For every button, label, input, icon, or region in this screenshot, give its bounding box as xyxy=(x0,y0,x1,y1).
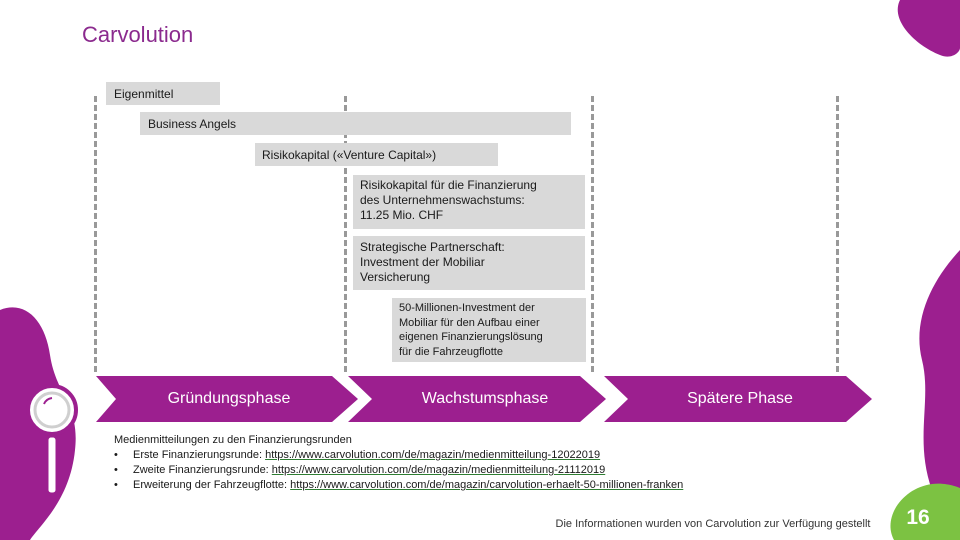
funding-box-line: eigenen Finanzierungslösung xyxy=(399,330,579,345)
funding-box-line: Versicherung xyxy=(360,270,578,285)
media-item-label: Zweite Finanzierungsrunde: xyxy=(133,463,272,478)
funding-box-line: 50-Millionen-Investment der xyxy=(399,301,579,316)
funding-box-line: des Unternehmenswachstums: xyxy=(360,193,578,208)
phase-label-wachstum: Wachstumsphase xyxy=(376,376,594,422)
funding-box-eigenmittel: Eigenmittel xyxy=(106,82,220,105)
phase-divider-3 xyxy=(591,96,594,372)
media-link-1[interactable]: https://www.carvolution.com/de/magazin/m… xyxy=(265,448,600,463)
bullet: • xyxy=(114,448,133,463)
funding-box-50-million: 50-Millionen-Investment der Mobiliar für… xyxy=(392,298,586,362)
funding-box-line: Investment der Mobiliar xyxy=(360,255,578,270)
funding-box-line: Strategische Partnerschaft: xyxy=(360,240,578,255)
media-link-3[interactable]: https://www.carvolution.com/de/magazin/c… xyxy=(290,478,683,493)
bullet: • xyxy=(114,463,133,478)
media-references: Medienmitteilungen zu den Finanzierungsr… xyxy=(114,433,683,493)
funding-box-line: für die Fahrzeugflotte xyxy=(399,345,579,360)
funding-box-line: Risikokapital für die Finanzierung xyxy=(360,178,578,193)
list-item: • Zweite Finanzierungsrunde: https://www… xyxy=(114,463,683,478)
decor-blob-top-right xyxy=(860,0,960,80)
media-link-2[interactable]: https://www.carvolution.com/de/magazin/m… xyxy=(272,463,605,478)
page-title: Carvolution xyxy=(82,22,193,48)
funding-box-line: 11.25 Mio. CHF xyxy=(360,208,578,223)
phase-divider-1 xyxy=(94,96,97,372)
funding-box-venture-capital: Risikokapital («Venture Capital») xyxy=(255,143,498,166)
funding-box-growth-financing: Risikokapital für die Finanzierung des U… xyxy=(353,175,585,229)
magnifier-icon xyxy=(22,382,82,500)
phase-arrow-row: Gründungsphase Wachstumsphase Spätere Ph… xyxy=(96,376,872,422)
funding-box-line: Mobiliar für den Aufbau einer xyxy=(399,316,579,331)
list-item: • Erweiterung der Fahrzeugflotte: https:… xyxy=(114,478,683,493)
list-item: • Erste Finanzierungsrunde: https://www.… xyxy=(114,448,683,463)
phase-divider-2 xyxy=(344,96,347,372)
phase-label-gruendung: Gründungsphase xyxy=(126,376,332,422)
media-item-label: Erweiterung der Fahrzeugflotte: xyxy=(133,478,290,493)
page-number: 16 xyxy=(898,495,938,540)
media-item-label: Erste Finanzierungsrunde: xyxy=(133,448,265,463)
bullet: • xyxy=(114,478,133,493)
footer-note: Die Informationen wurden von Carvolution… xyxy=(552,517,874,531)
funding-box-business-angels: Business Angels xyxy=(140,112,571,135)
media-heading: Medienmitteilungen zu den Finanzierungsr… xyxy=(114,433,683,448)
funding-box-strategic-partnership: Strategische Partnerschaft: Investment d… xyxy=(353,236,585,290)
phase-label-spaeter: Spätere Phase xyxy=(632,376,848,422)
decor-blob-right xyxy=(892,250,960,490)
phase-divider-4 xyxy=(836,96,839,372)
